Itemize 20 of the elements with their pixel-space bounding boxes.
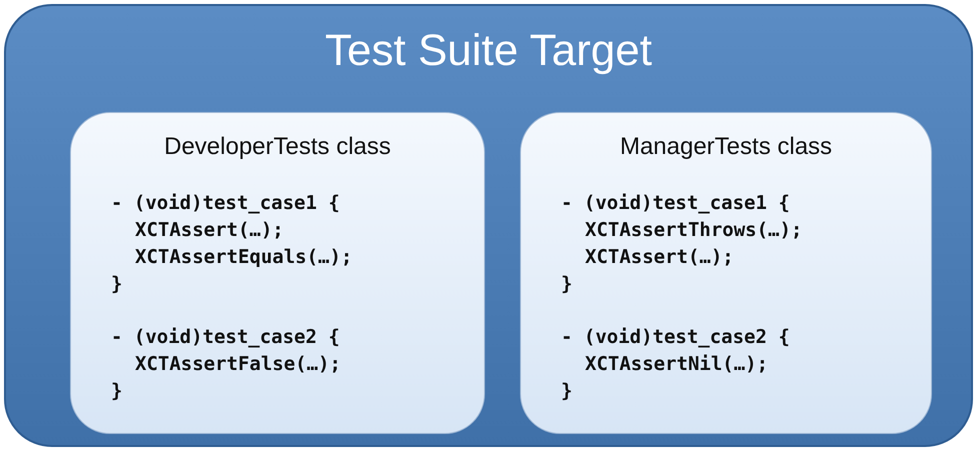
suite-panel — [4, 4, 973, 447]
code-line: } — [561, 272, 572, 296]
code-line: XCTAssert(…); — [135, 218, 284, 242]
code-line: } — [111, 272, 122, 296]
suite-title: Test Suite Target — [324, 26, 653, 76]
code-line: XCTAssert(…); — [585, 245, 734, 269]
code-line: XCTAssertEquals(…); — [135, 245, 352, 269]
class-heading: ManagerTests class — [618, 133, 834, 161]
code-line: } — [561, 379, 572, 403]
code-line: - (void)test_case1 { — [561, 191, 790, 215]
class-card — [520, 112, 932, 434]
code-line: - (void)test_case1 { — [111, 191, 340, 215]
code-line: - (void)test_case2 { — [561, 325, 790, 349]
class-heading: DeveloperTests class — [163, 133, 392, 161]
code-line: XCTAssertNil(…); — [585, 352, 768, 376]
class-card — [70, 112, 485, 434]
code-line: } — [111, 379, 122, 403]
code-line: XCTAssertFalse(…); — [135, 352, 341, 376]
code-line: - (void)test_case2 { — [111, 325, 340, 349]
code-line: XCTAssertThrows(…); — [585, 218, 802, 242]
